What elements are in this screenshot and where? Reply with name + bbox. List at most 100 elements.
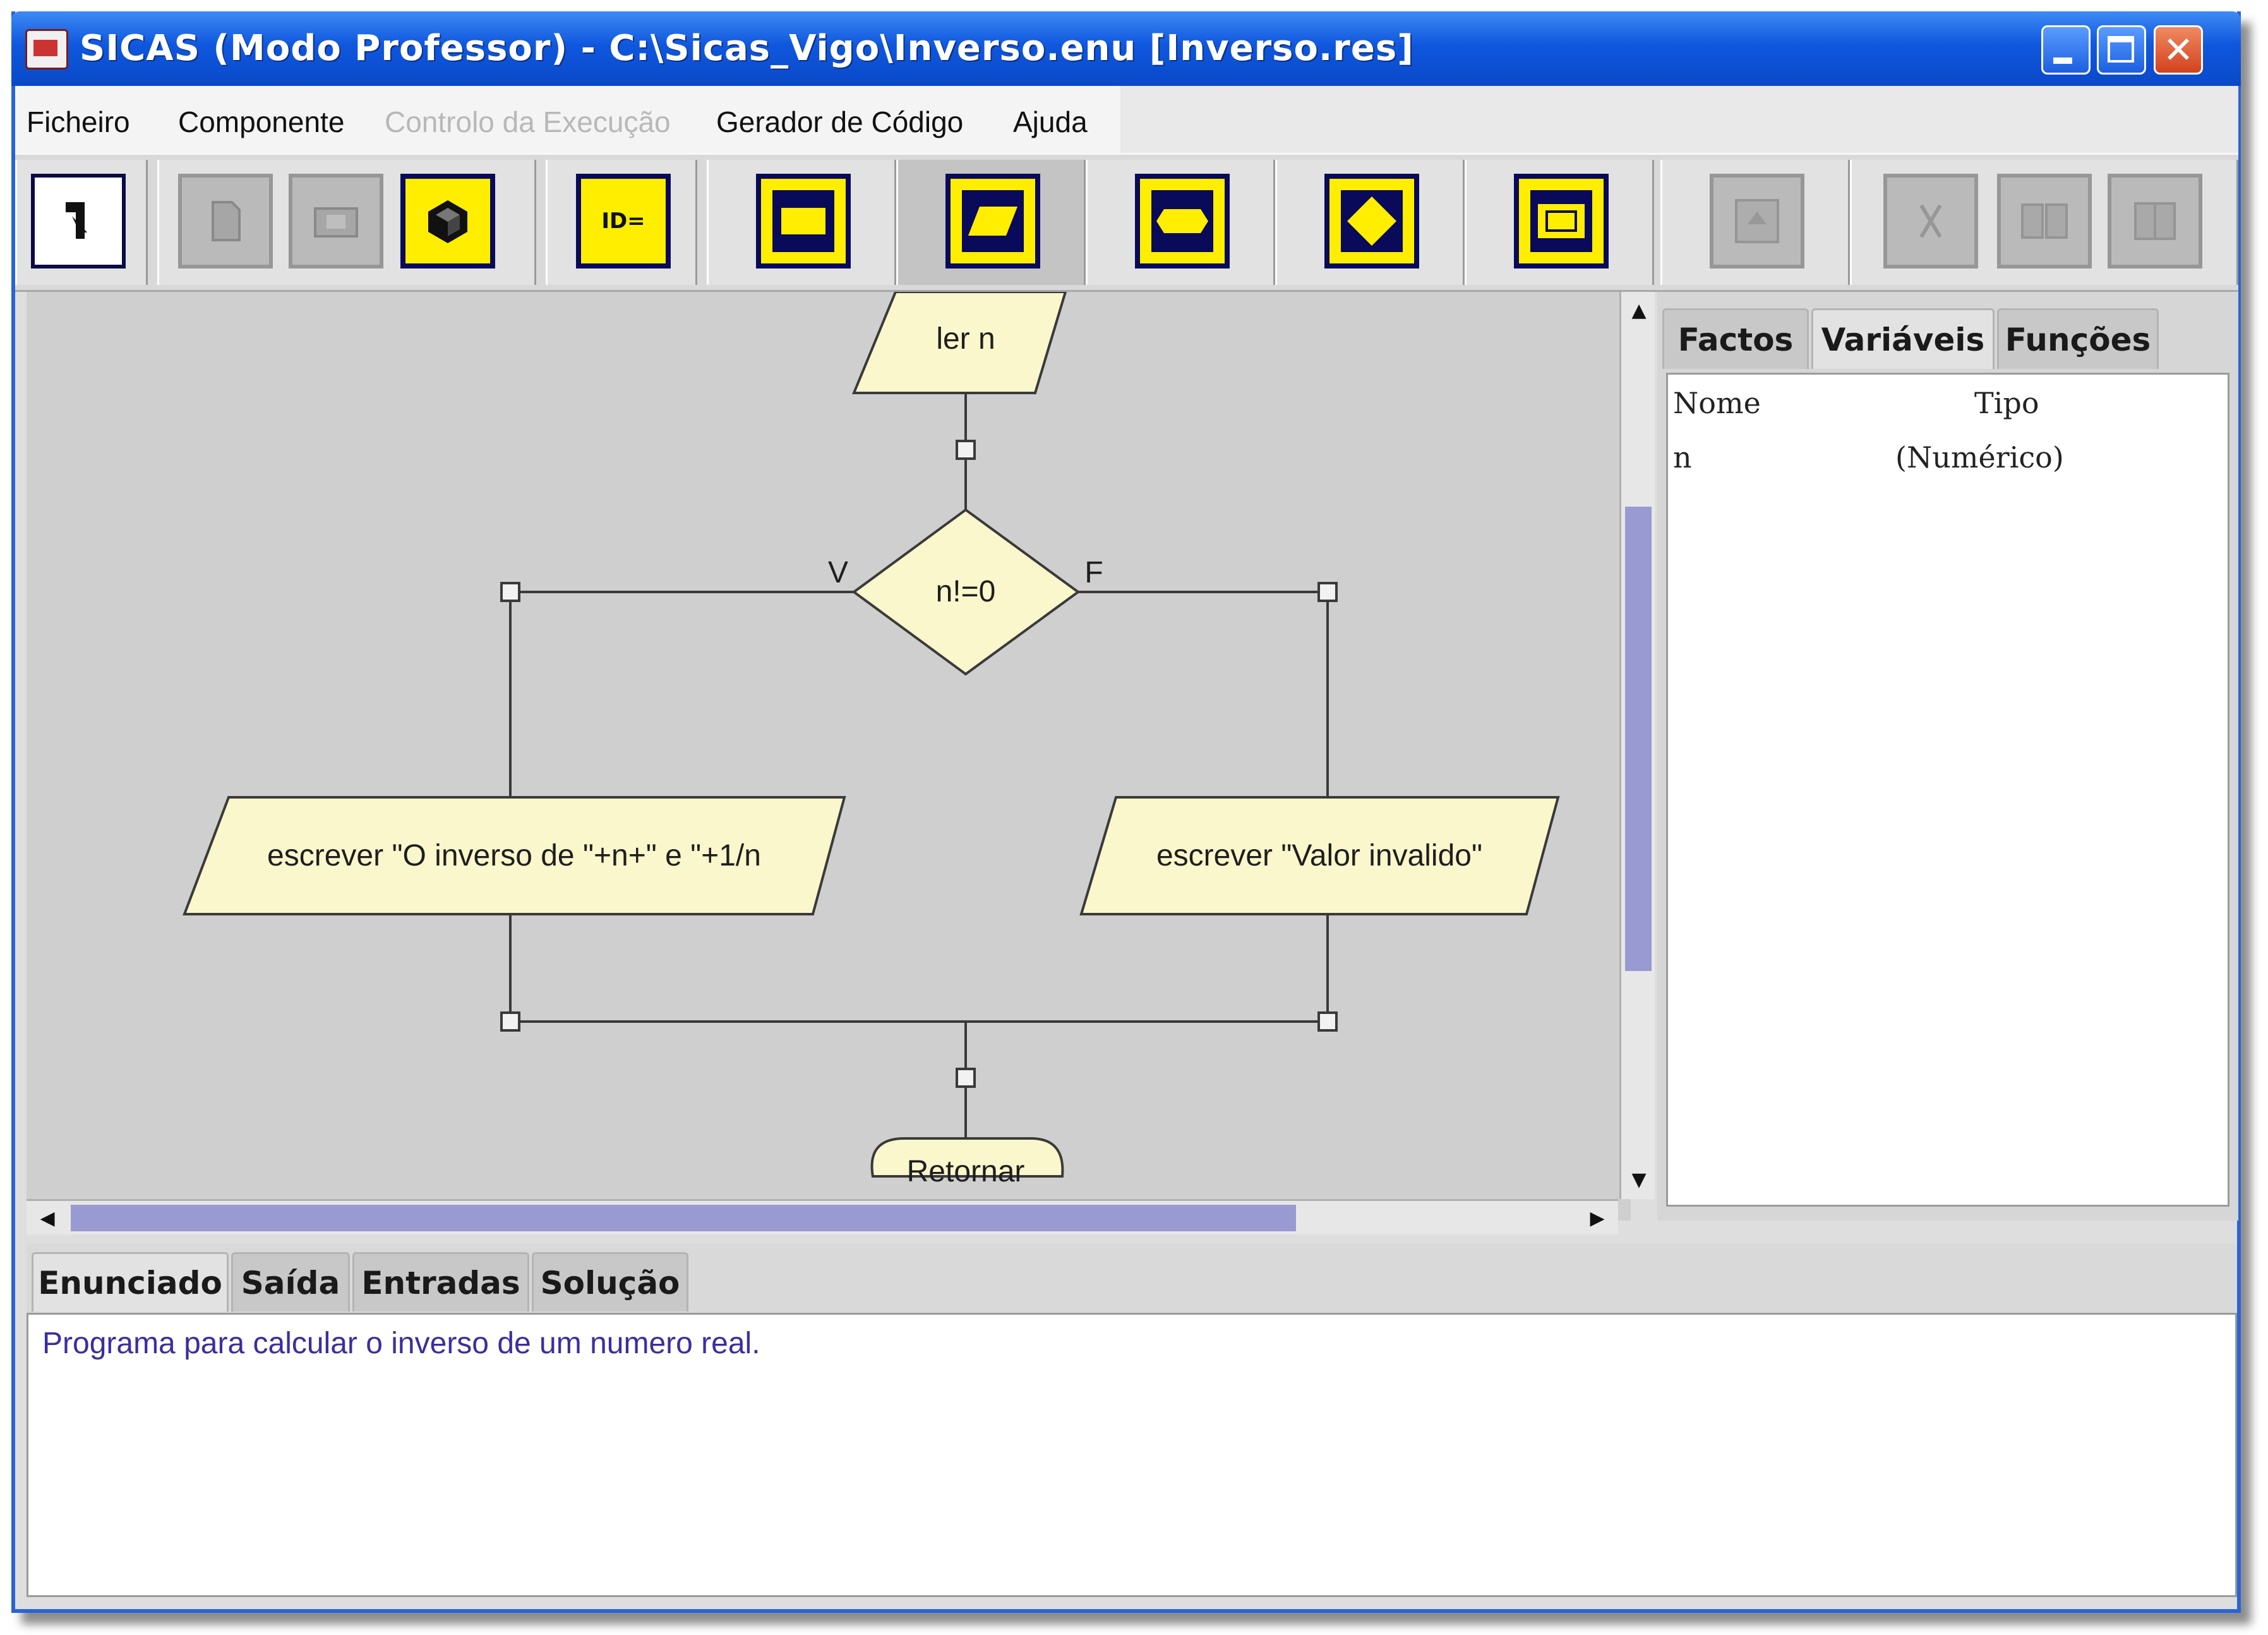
app-window: SICAS (Modo Professor) - C:\Sicas_Vigo\I… — [11, 11, 2241, 1613]
menu-controlo-execucao[interactable]: Controlo da Execução — [385, 106, 671, 138]
read-block-label: ler n — [936, 322, 995, 356]
bottom-tab-bar: Enunciado Saída Entradas Solução — [27, 1243, 2237, 1313]
window-title: SICAS (Modo Professor) - C:\Sicas_Vigo\I… — [80, 28, 1414, 69]
open-button[interactable] — [289, 174, 383, 268]
copy-icon — [2001, 178, 2088, 265]
variable-name-cell: n — [1673, 440, 1692, 474]
decision-block-button[interactable] — [1324, 174, 1419, 268]
id-label: ID= — [601, 208, 645, 234]
tab-variaveis[interactable]: Variáveis — [1811, 308, 1995, 369]
junction-node-right-bottom — [1317, 1011, 1338, 1032]
column-header-nome: Nome — [1673, 386, 1761, 420]
junction-node-right-top — [1317, 582, 1338, 602]
tool-group-process — [707, 160, 896, 285]
tab-enunciado[interactable]: Enunciado — [32, 1252, 229, 1312]
minimize-button[interactable] — [2041, 25, 2091, 75]
tab-factos[interactable]: Factos — [1662, 308, 1809, 369]
loop-block-button[interactable] — [1514, 174, 1609, 268]
menu-componente[interactable]: Componente — [178, 106, 345, 138]
close-button[interactable]: ✕ — [2154, 25, 2203, 75]
junction-node-left-bottom — [500, 1011, 520, 1032]
tool-group-help — [1660, 160, 1850, 285]
flowchart-diagram: ler n n!=0 V F escrever "O inverso de "+… — [183, 292, 1560, 1188]
vertical-scroll-thumb[interactable] — [1625, 507, 1652, 971]
call-block-icon — [1140, 179, 1225, 263]
junction-node-left-top — [500, 582, 520, 602]
write-true-block — [183, 796, 846, 915]
tool-group-select — [15, 160, 148, 285]
tool-group-file — [157, 160, 536, 285]
select-tool-button[interactable] — [31, 174, 126, 268]
horizontal-scroll-thumb[interactable] — [71, 1205, 1296, 1231]
toolbar: ID= — [15, 153, 2238, 292]
decision-block — [851, 508, 1081, 676]
column-header-tipo: Tipo — [1974, 386, 2039, 420]
component-button[interactable] — [400, 174, 495, 268]
maximize-icon — [2108, 36, 2134, 63]
write-true-label: escrever "O inverso de "+n+" e "+1/n — [267, 839, 761, 872]
new-document-button[interactable] — [178, 174, 273, 268]
app-icon[interactable] — [25, 29, 68, 69]
tab-solucao[interactable]: Solução — [532, 1252, 688, 1312]
tool-group-call — [1086, 160, 1275, 285]
variables-panel: Factos Variáveis Funções Nome Tipo n (Nu… — [1657, 292, 2238, 1221]
call-block-button[interactable] — [1135, 174, 1230, 268]
canvas-horizontal-scrollbar[interactable]: ◀ ▶ — [27, 1199, 1618, 1234]
read-block — [852, 292, 1067, 394]
open-icon — [292, 178, 380, 265]
process-block-button[interactable] — [756, 174, 851, 268]
id-button[interactable]: ID= — [576, 174, 671, 268]
true-branch-label: V — [828, 556, 848, 589]
component-icon — [405, 179, 490, 263]
minimize-icon — [2053, 57, 2072, 64]
help-icon — [1713, 178, 1801, 265]
write-false-block — [1079, 796, 1560, 915]
menu-ajuda[interactable]: Ajuda — [1013, 106, 1088, 138]
canvas-vertical-scrollbar[interactable]: ▲ ▼ — [1619, 292, 1655, 1199]
tab-saida[interactable]: Saída — [231, 1252, 350, 1312]
menu-ficheiro[interactable]: Ficheiro — [27, 106, 130, 138]
scroll-right-icon[interactable]: ▶ — [1590, 1207, 1605, 1229]
end-block-label: Retornar — [907, 1155, 1025, 1188]
scroll-down-icon[interactable]: ▼ — [1631, 1168, 1647, 1191]
tool-group-decision — [1275, 160, 1465, 285]
flowchart-canvas[interactable]: ler n n!=0 V F escrever "O inverso de "+… — [27, 292, 1631, 1221]
id-icon: ID= — [581, 179, 666, 263]
maximize-button[interactable] — [2097, 25, 2146, 75]
write-false-label: escrever "Valor invalido" — [1156, 839, 1482, 872]
tool-group-io — [896, 160, 1086, 285]
loop-block-icon — [1519, 179, 1604, 263]
copy-button[interactable] — [1997, 174, 2092, 268]
junction-node-top — [956, 440, 976, 460]
paste-button[interactable] — [2108, 174, 2202, 268]
title-bar[interactable]: SICAS (Modo Professor) - C:\Sicas_Vigo\I… — [11, 11, 2241, 86]
junction-node-bottom — [956, 1068, 976, 1088]
close-icon: ✕ — [2163, 28, 2194, 71]
scroll-left-icon[interactable]: ◀ — [40, 1207, 55, 1229]
tool-group-loop — [1465, 160, 1654, 285]
help-button[interactable] — [1710, 174, 1804, 268]
io-block-icon — [951, 179, 1035, 263]
statement-text-area[interactable]: Programa para calcular o inverso de um n… — [27, 1313, 2237, 1597]
cut-icon — [1887, 178, 1974, 265]
io-block-button[interactable] — [945, 174, 1040, 268]
tab-entradas[interactable]: Entradas — [352, 1252, 529, 1312]
menu-bar-filler — [1120, 86, 2238, 153]
statement-text: Programa para calcular o inverso de um n… — [42, 1327, 760, 1360]
tool-group-edit — [1850, 160, 2238, 285]
select-icon — [35, 178, 122, 265]
decision-label: n!=0 — [936, 575, 996, 608]
cut-button[interactable] — [1883, 174, 1978, 268]
variable-type-cell: (Numérico) — [1895, 440, 2064, 474]
menu-gerador-codigo[interactable]: Gerador de Código — [716, 106, 964, 138]
end-block — [870, 1137, 1064, 1178]
menu-bar: Ficheiro Componente Controlo da Execução… — [15, 86, 1120, 153]
false-branch-label: F — [1084, 556, 1103, 589]
variables-list[interactable]: Nome Tipo n (Numérico) — [1666, 373, 2229, 1207]
tab-funcoes[interactable]: Funções — [1997, 308, 2159, 369]
process-block-icon — [761, 179, 846, 263]
document-icon — [182, 178, 269, 265]
scroll-up-icon[interactable]: ▲ — [1631, 299, 1647, 322]
decision-block-icon — [1329, 179, 1414, 263]
paste-icon — [2111, 178, 2199, 265]
